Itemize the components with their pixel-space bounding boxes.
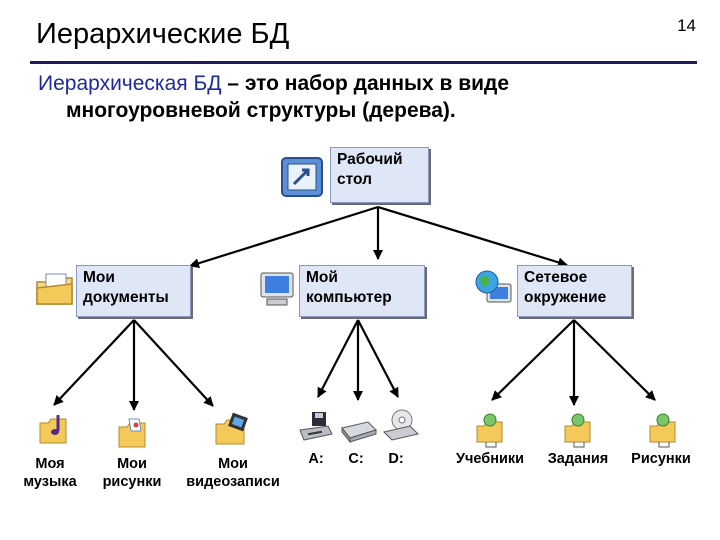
arrow-documents-to-video xyxy=(133,319,214,407)
title-divider xyxy=(30,61,697,64)
node-my-documents-label: Мои документы xyxy=(83,269,169,306)
node-network[interactable]: Сетевое окружение xyxy=(517,265,632,317)
leaf-drawings[interactable]: Рисунки xyxy=(628,450,694,468)
music-folder-icon xyxy=(39,415,67,444)
leaf-my-pictures-label: Мои рисунки xyxy=(102,456,162,490)
computer-icon xyxy=(260,272,294,306)
leaf-textbooks-label: Учебники xyxy=(455,451,525,467)
leaf-drive-c[interactable]: C: xyxy=(346,450,366,468)
leaf-my-music[interactable]: Моя музыка xyxy=(14,455,86,491)
video-folder-icon xyxy=(215,412,248,445)
subtitle-line2: многоуровневой структуры (дерева). xyxy=(66,99,456,122)
shared-folder-drawings-icon xyxy=(649,413,676,448)
arrow-documents-to-music xyxy=(53,319,135,406)
node-desktop-label: Рабочий стол xyxy=(337,151,403,188)
node-network-label: Сетевое окружение xyxy=(524,269,607,306)
network-globe-icon xyxy=(475,270,512,303)
node-my-documents[interactable]: Мои документы xyxy=(76,265,191,317)
arrow-computer-to-d xyxy=(357,319,399,398)
pictures-folder-icon xyxy=(118,418,146,448)
cd-drive-icon xyxy=(383,409,419,441)
arrow-network-to-textbooks xyxy=(491,319,575,401)
shared-folder-tasks-icon xyxy=(564,413,591,448)
leaf-textbooks[interactable]: Учебники xyxy=(452,450,528,468)
leaf-my-videos-label: Мои видеозаписи xyxy=(186,456,280,490)
arrow-network-to-drawings xyxy=(573,319,656,401)
floppy-drive-icon xyxy=(299,412,333,441)
arrow-root-to-network xyxy=(377,205,568,268)
subtitle-term: Иерархическая БД xyxy=(38,72,222,95)
leaf-drive-d[interactable]: D: xyxy=(386,450,406,468)
folder-documents-icon xyxy=(36,273,73,305)
node-my-computer-label: Мой компьютер xyxy=(306,269,392,306)
leaf-drive-d-label: D: xyxy=(388,451,404,467)
leaf-tasks[interactable]: Задания xyxy=(544,450,612,468)
hard-drive-icon xyxy=(341,421,377,444)
subtitle-definition: Иерархическая БД – это набор данных в ви… xyxy=(38,70,678,124)
leaf-tasks-label: Задания xyxy=(547,451,609,467)
leaf-drive-a[interactable]: A: xyxy=(306,450,326,468)
leaf-drawings-label: Рисунки xyxy=(631,451,691,467)
leaf-my-pictures[interactable]: Мои рисунки xyxy=(96,455,168,491)
leaf-my-videos[interactable]: Мои видеозаписи xyxy=(178,455,288,491)
arrow-root-to-documents xyxy=(189,205,379,269)
shared-folder-textbooks-icon xyxy=(476,413,503,448)
page-number: 14 xyxy=(677,16,696,35)
desktop-icon xyxy=(281,157,323,197)
leaf-my-music-label: Моя музыка xyxy=(23,456,77,490)
slide-title: Иерархические БД xyxy=(36,18,290,50)
arrow-computer-to-a xyxy=(317,319,359,398)
leaf-drive-a-label: A: xyxy=(308,451,324,467)
subtitle-rest: – это набор данных в виде xyxy=(221,72,510,95)
leaf-drive-c-label: C: xyxy=(348,451,364,467)
node-desktop[interactable]: Рабочий стол xyxy=(330,147,429,203)
node-my-computer[interactable]: Мой компьютер xyxy=(299,265,425,317)
